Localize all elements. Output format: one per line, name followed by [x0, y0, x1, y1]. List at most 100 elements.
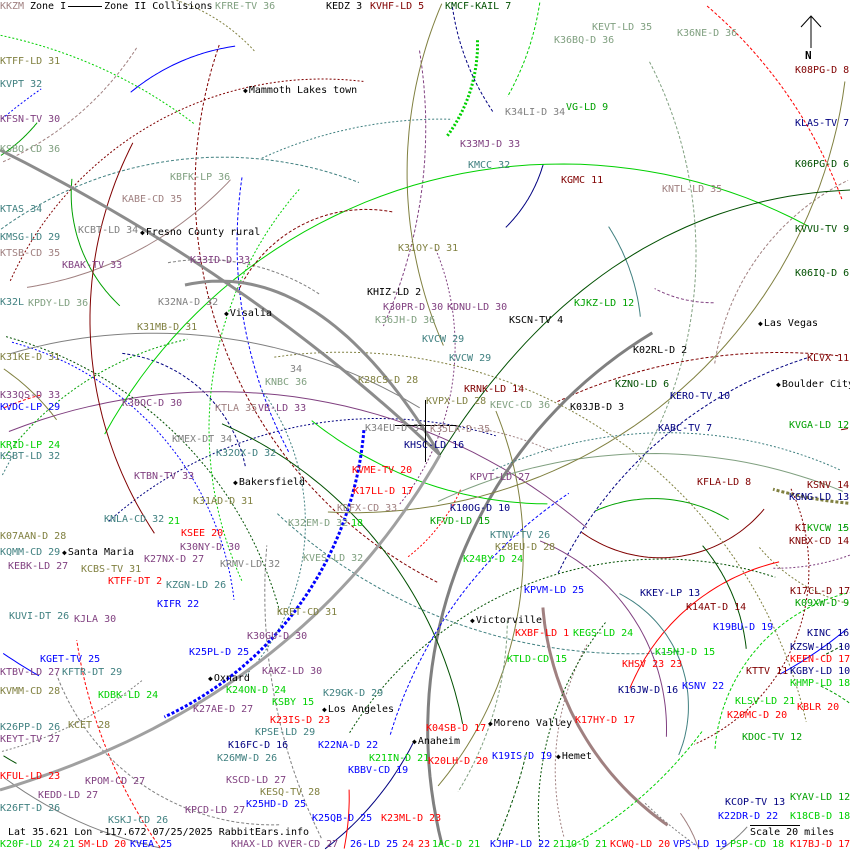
station-label[interactable]: 1AC-D 21	[432, 839, 481, 850]
station-label[interactable]: KI	[795, 523, 808, 534]
station-label[interactable]: K36NE-D 36	[677, 28, 738, 39]
station-label[interactable]: K21IN-D 21	[369, 753, 430, 764]
station-label[interactable]: KVVU-TV 9	[795, 224, 850, 235]
station-label[interactable]: KTFF-DT 2	[108, 576, 163, 587]
station-label[interactable]: KEYT-TV 27	[0, 734, 61, 745]
station-label[interactable]: KDBK-LD 24	[98, 690, 159, 701]
station-label[interactable]: KRID-LP 24	[0, 440, 61, 451]
station-label[interactable]: KESQ-TV 28	[260, 787, 321, 798]
station-label[interactable]: K09XW-D 9	[795, 598, 850, 609]
station-label[interactable]: KTBN-TV 33	[134, 471, 195, 482]
station-label[interactable]: KLVX 11	[807, 353, 850, 364]
station-label[interactable]: K26PP-D 26	[0, 722, 61, 733]
station-label[interactable]: K17CL-D 17	[790, 586, 850, 597]
station-label[interactable]: K17LL-D 17	[353, 486, 414, 497]
station-label[interactable]: K07AAN-D 28	[0, 531, 67, 542]
station-label[interactable]: KGET-TV 25	[40, 654, 101, 665]
station-label[interactable]: KVCW 15	[807, 523, 850, 534]
station-label[interactable]: KZSW-LD 10	[790, 642, 850, 653]
station-label[interactable]: KAKZ-LD 30	[262, 666, 323, 677]
station-label[interactable]: KFVD-LD 15	[430, 516, 491, 527]
station-label[interactable]: 34	[290, 364, 303, 375]
station-label[interactable]: K29GK-D 29	[323, 688, 384, 699]
station-label[interactable]: KMEX-DT 34	[172, 434, 233, 445]
station-label[interactable]: KFSN-TV 30	[0, 114, 61, 125]
station-label[interactable]: K06PG-D 6	[795, 159, 850, 170]
station-label[interactable]: KIFR 22	[157, 599, 200, 610]
station-label[interactable]: K06IQ-D 6	[795, 268, 850, 279]
station-label[interactable]: VG-LD 9	[566, 102, 609, 113]
station-label[interactable]: KCBS-TV 31	[81, 564, 142, 575]
station-label[interactable]: KUVI-DT 26	[9, 611, 70, 622]
station-label[interactable]: K27NX-D 27	[144, 554, 205, 565]
station-label[interactable]: KVME-TV 20	[352, 465, 413, 476]
station-label[interactable]: KVGA-LD 12	[789, 420, 850, 431]
station-label[interactable]: K15HJ-D 15	[655, 647, 716, 658]
station-label[interactable]: KRMV-LD 32	[220, 559, 281, 570]
station-label[interactable]: KGMC 11	[561, 175, 604, 186]
station-label[interactable]: KSKJ-CD 26	[108, 815, 169, 826]
station-label[interactable]: K24BY-D 24	[463, 554, 524, 565]
station-label[interactable]: KJHP-LD 22	[490, 839, 551, 850]
station-label[interactable]: KVPX-LD 28	[426, 396, 487, 407]
station-label[interactable]: KTAS 34	[0, 204, 43, 215]
station-label[interactable]: KVMM-CD 28	[0, 686, 61, 697]
station-label[interactable]: KBBV-CD 19	[348, 765, 409, 776]
station-label[interactable]: KABC-TV 7	[658, 423, 713, 434]
station-label[interactable]: K31KE-D 31	[0, 352, 61, 363]
station-label[interactable]: KZGN-LD 26	[166, 580, 227, 591]
station-label[interactable]: K10OG-D 10	[450, 503, 511, 514]
station-label[interactable]: KNBX-CD 14	[789, 536, 850, 547]
station-label[interactable]: KDOC-TV 12	[742, 732, 803, 743]
station-label[interactable]: 18	[351, 518, 364, 529]
station-label[interactable]: K25HD-D 25	[246, 799, 307, 810]
station-label[interactable]: 23	[418, 839, 431, 850]
station-label[interactable]: KABE-CD 35	[122, 194, 183, 205]
station-label[interactable]: KPSE-LD 29	[255, 727, 316, 738]
station-label[interactable]: KSBY 15	[272, 697, 315, 708]
station-label[interactable]: K25PL-D 25	[189, 647, 250, 658]
station-label[interactable]: KJLA 30	[74, 614, 117, 625]
station-label[interactable]: KFUL-LD 23	[0, 771, 61, 782]
station-label[interactable]: K28CS-D 28	[358, 375, 419, 386]
station-label[interactable]: K04SB-D 17	[426, 723, 487, 734]
station-label[interactable]: KPOM-CD 27	[85, 776, 146, 787]
station-label[interactable]: KSCN-TV 4	[509, 315, 564, 326]
station-label[interactable]: KYAV-LD 12	[790, 792, 850, 803]
station-label[interactable]: K16FC-D 16	[228, 740, 289, 751]
station-label[interactable]: KVEA 25	[130, 839, 173, 850]
station-label[interactable]: KBLR 20	[797, 702, 840, 713]
station-label[interactable]: K17BJ-D 17	[790, 839, 850, 850]
station-label[interactable]: KQMM-CD 29	[0, 547, 61, 558]
station-label[interactable]: KBAK-TV 33	[62, 260, 123, 271]
station-label[interactable]: KTLD-CD 15	[507, 654, 568, 665]
station-label[interactable]: K30GU-D 30	[247, 631, 308, 642]
station-label[interactable]: KPDY-LD 36	[28, 298, 89, 309]
station-label[interactable]: K30PR-D 30	[383, 302, 444, 313]
station-label[interactable]: K30NY-D 30	[180, 542, 241, 553]
station-label[interactable]: KFRE-TV 36	[215, 1, 276, 12]
station-label[interactable]: KTBV-LD 27	[0, 667, 61, 678]
station-label[interactable]: 24	[402, 839, 415, 850]
station-label[interactable]: 26-LD 25	[350, 839, 399, 850]
station-label[interactable]: K32L	[0, 297, 25, 308]
station-label[interactable]: KCWQ-LD 20	[610, 839, 671, 850]
station-label[interactable]: K02RL-D 2	[633, 345, 688, 356]
station-label[interactable]: KERO-TV 10	[670, 391, 731, 402]
station-label[interactable]: KTLA 35	[215, 403, 258, 414]
station-label[interactable]: KPCD-LD 27	[185, 805, 246, 816]
station-label[interactable]: KMCF-KAIL 7	[445, 1, 512, 12]
station-label[interactable]: KEVT-LD 35	[592, 22, 653, 33]
station-label[interactable]: K14AT-D 14	[686, 602, 747, 613]
station-label[interactable]: K32OX-D 32	[216, 448, 277, 459]
station-label[interactable]: KNLA-CD 32	[104, 514, 165, 525]
station-label[interactable]: KKEY-LP 13	[640, 588, 701, 599]
station-label[interactable]: KEEN-CD 17	[790, 654, 850, 665]
station-label[interactable]: KLSV-LD 21	[735, 696, 796, 707]
station-label[interactable]: KVHF-LD 5	[370, 1, 425, 12]
station-label[interactable]: KMCC 32	[468, 160, 511, 171]
station-label[interactable]: K31AD-D 31	[193, 496, 254, 507]
station-label[interactable]: K17HY-D 17	[575, 715, 636, 726]
station-label[interactable]: K36JH-D 36	[375, 315, 436, 326]
station-label[interactable]: K27AE-D 27	[193, 704, 254, 715]
